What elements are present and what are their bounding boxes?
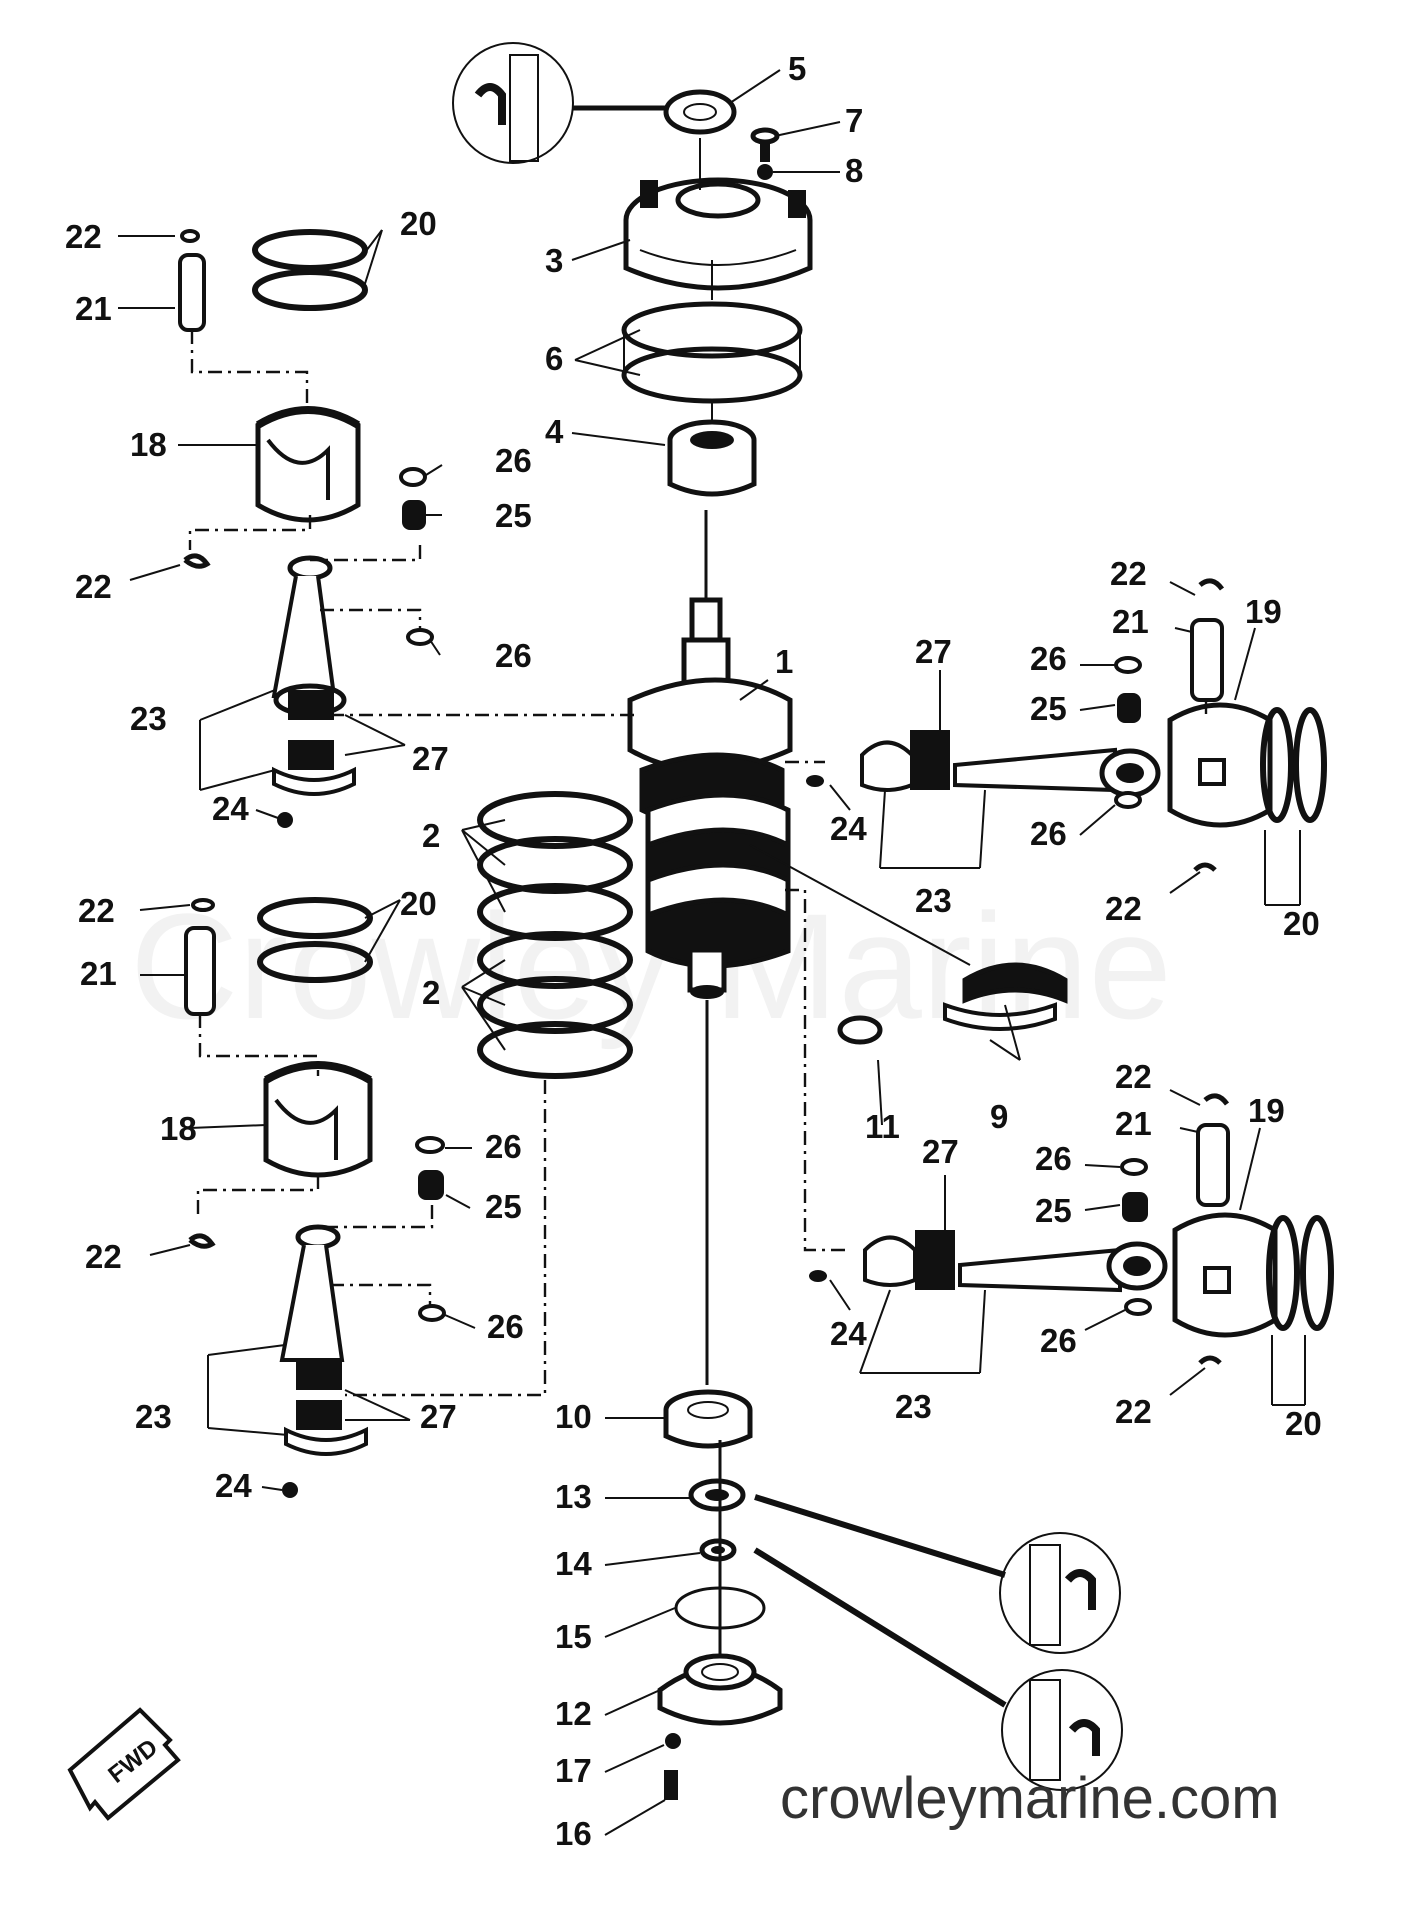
crankshaft-1 xyxy=(627,597,793,999)
o-rings-6 xyxy=(621,301,803,404)
callout-19-b: 19 xyxy=(1248,1092,1285,1129)
bolt-7 xyxy=(750,127,780,162)
callout-26-a: 26 xyxy=(495,442,532,479)
callout-26-f: 26 xyxy=(1030,815,1067,852)
callout-22-h: 22 xyxy=(1115,1393,1152,1430)
callout-26-b: 26 xyxy=(495,637,532,674)
callout-26-e: 26 xyxy=(1030,640,1067,677)
callout-9: 9 xyxy=(990,1098,1008,1135)
callout-25-b: 25 xyxy=(485,1188,522,1225)
callout-25-c: 25 xyxy=(1030,690,1067,727)
callout-20-d: 20 xyxy=(1285,1405,1322,1442)
callout-17: 17 xyxy=(555,1752,592,1789)
callout-23-d: 23 xyxy=(895,1388,932,1425)
callout-24-c: 24 xyxy=(830,810,867,847)
callout-22-e: 22 xyxy=(1110,555,1147,592)
bolt-16 xyxy=(664,1770,678,1800)
callout-12: 12 xyxy=(555,1695,592,1732)
bearing-9 xyxy=(943,962,1068,1031)
callout-2-lower: 2 xyxy=(422,974,440,1011)
upper-housing-3 xyxy=(623,177,813,291)
callout-26-g: 26 xyxy=(1035,1140,1072,1177)
callout-26-d: 26 xyxy=(487,1308,524,1345)
callout-27-a: 27 xyxy=(412,740,449,777)
callout-27-b: 27 xyxy=(420,1398,457,1435)
callout-26-c: 26 xyxy=(485,1128,522,1165)
right-upper-piston xyxy=(806,578,1327,872)
callout-24-d: 24 xyxy=(830,1315,867,1352)
left-upper-piston xyxy=(178,229,434,828)
callout-10: 10 xyxy=(555,1398,592,1435)
callout-21-a: 21 xyxy=(75,290,112,327)
callout-16: 16 xyxy=(555,1815,592,1852)
callout-20-c: 20 xyxy=(1283,905,1320,942)
top-seal-inset xyxy=(452,42,672,164)
seal-inset-13 xyxy=(754,1494,1121,1654)
callout-3: 3 xyxy=(545,242,563,279)
washer-17 xyxy=(665,1733,681,1749)
callout-21-b: 21 xyxy=(80,955,117,992)
forward-arrow-icon: FWD xyxy=(67,1707,181,1821)
oil-seal-5 xyxy=(663,89,737,135)
callout-22-f: 22 xyxy=(1105,890,1142,927)
callout-18-b: 18 xyxy=(160,1110,197,1147)
callout-23-c: 23 xyxy=(915,882,952,919)
callout-2-upper: 2 xyxy=(422,817,440,854)
oil-seal-14 xyxy=(699,1538,737,1562)
callout-26-h: 26 xyxy=(1040,1322,1077,1359)
site-caption: crowleymarine.com xyxy=(780,1766,1280,1831)
callout-21-c: 21 xyxy=(1112,603,1149,640)
callout-27-c: 27 xyxy=(915,633,952,670)
callout-13: 13 xyxy=(555,1478,592,1515)
callout-19-a: 19 xyxy=(1245,593,1282,630)
callout-20-b: 20 xyxy=(400,885,437,922)
bearing-10 xyxy=(663,1389,753,1449)
callout-11: 11 xyxy=(865,1108,900,1145)
washer-8 xyxy=(757,164,773,180)
callout-8: 8 xyxy=(845,152,863,189)
callout-22-b: 22 xyxy=(75,568,112,605)
callout-21-d: 21 xyxy=(1115,1105,1152,1142)
callout-6: 6 xyxy=(545,340,563,377)
callout-25-a: 25 xyxy=(495,497,532,534)
callout-7: 7 xyxy=(845,102,863,139)
lower-housing-12 xyxy=(657,1653,783,1726)
callout-5: 5 xyxy=(788,50,806,87)
callout-25-d: 25 xyxy=(1035,1192,1072,1229)
callout-1: 1 xyxy=(775,643,793,680)
left-lower-piston xyxy=(184,897,446,1498)
callout-18-a: 18 xyxy=(130,426,167,463)
callout-22-d: 22 xyxy=(85,1238,122,1275)
piston-rings-2 xyxy=(477,791,633,1079)
callout-22-c: 22 xyxy=(78,892,115,929)
bearing-4 xyxy=(667,419,757,497)
callout-labels: 5 7 8 3 6 4 1 2 2 9 11 10 13 14 15 12 17… xyxy=(65,50,1322,1852)
alignment-lines xyxy=(188,330,1208,1397)
callout-22-a: 22 xyxy=(65,218,102,255)
leader-lines xyxy=(118,69,1306,1836)
right-lower-piston xyxy=(809,1093,1334,1365)
callout-4: 4 xyxy=(545,413,564,450)
callout-24-a: 24 xyxy=(212,790,249,827)
ring-11 xyxy=(837,1015,883,1045)
oil-seal-13 xyxy=(688,1478,746,1512)
seal-inset-14 xyxy=(753,1547,1123,1791)
callout-15: 15 xyxy=(555,1618,592,1655)
callout-20-a: 20 xyxy=(400,205,437,242)
callout-23-a: 23 xyxy=(130,700,167,737)
callout-22-g: 22 xyxy=(1115,1058,1152,1095)
callout-23-b: 23 xyxy=(135,1398,172,1435)
callout-27-d: 27 xyxy=(922,1133,959,1170)
callout-24-b: 24 xyxy=(215,1467,252,1504)
callout-14: 14 xyxy=(555,1545,592,1582)
